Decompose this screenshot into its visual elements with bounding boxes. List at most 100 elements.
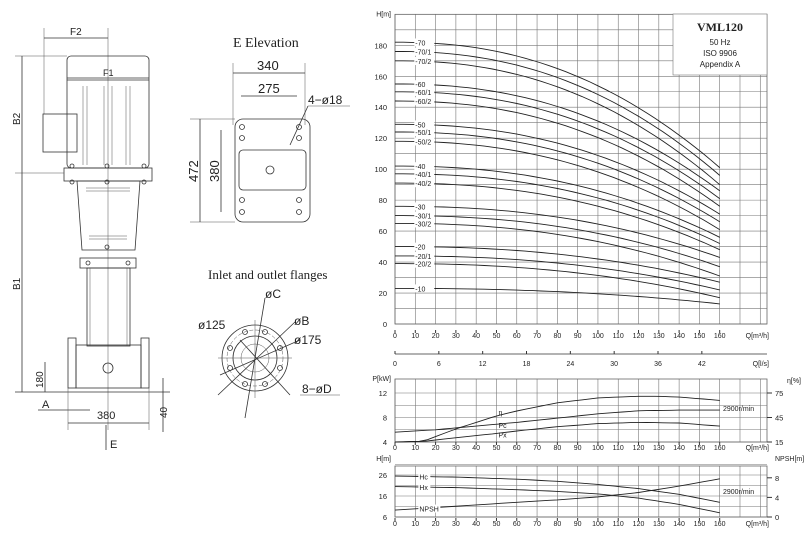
x-tick-label: 0 (393, 445, 397, 452)
dim-oc: øC (265, 287, 281, 301)
curve-label: -70 (415, 40, 425, 47)
curve-label-bg (414, 47, 435, 56)
curve-label-bg (414, 251, 435, 260)
dim-275: 275 (258, 81, 280, 96)
x-tick-label: 140 (673, 521, 685, 528)
dim-f2: F2 (70, 27, 82, 38)
curve-label-bg (414, 137, 435, 146)
x-tick-label: 40 (472, 445, 480, 452)
head-curve-50 (395, 123, 720, 215)
x-tick-label: 90 (574, 445, 582, 452)
secondary-x-tick-label: 30 (610, 361, 618, 368)
y-axis-label: H[m] (376, 11, 391, 18)
dim-40: 40 (159, 406, 170, 418)
head-curve-60-2 (394, 100, 720, 207)
y2-tick-label: 0 (775, 513, 779, 522)
head-curve-50-1 (395, 131, 720, 223)
x-tick-label: 120 (633, 333, 645, 340)
x-tick-label: 110 (613, 445, 624, 452)
dim-a: A (42, 399, 50, 411)
terminal-box (42, 113, 78, 153)
head-curve-70-1 (395, 51, 720, 176)
plot-frame (394, 465, 768, 518)
head-curve-50-2 (395, 140, 720, 230)
x-tick-label: 130 (653, 521, 665, 528)
curve-label-bg (414, 259, 435, 268)
head-curve-30-1 (395, 215, 720, 268)
curve-label-bg (414, 80, 435, 89)
model-name: VML120 (697, 20, 743, 34)
x-tick-label: 20 (432, 521, 440, 528)
curve-label: NPSH (419, 507, 438, 514)
dim-340: 340 (257, 58, 279, 73)
x-tick-label: 150 (694, 333, 706, 340)
curve-label: -20/1 (415, 254, 431, 261)
curve-label-bg (414, 120, 435, 129)
y-tick-label: 180 (374, 41, 387, 50)
x-tick-label: 110 (613, 521, 624, 528)
curve-label: -70/2 (415, 59, 431, 66)
curve-label: -30/1 (415, 214, 431, 221)
curve-label-bg (414, 57, 435, 66)
x-tick-label: 70 (533, 521, 541, 528)
curve-label-bg (414, 162, 435, 171)
x-tick-label: 100 (592, 445, 604, 452)
x-tick-label: 50 (493, 333, 501, 340)
y-tick-label: 160 (374, 72, 387, 81)
y-tick-label: 12 (379, 389, 387, 398)
curve-label: -50/2 (415, 139, 431, 146)
curve-label-bg (414, 284, 435, 293)
x-tick-label: 80 (553, 445, 561, 452)
x-tick-label: 100 (592, 333, 604, 340)
x-axis-label: Q[m³/h] (746, 521, 769, 528)
info-box: VML120 50 Hz ISO 9906 Appendix A (672, 13, 768, 76)
y-axis-label: H[m] (376, 456, 391, 463)
y-tick-label: 60 (379, 227, 387, 236)
curve-label: -70/1 (415, 50, 431, 57)
curve-label-bg (414, 87, 435, 96)
x-tick-label: 60 (513, 445, 521, 452)
x-tick-label: 30 (452, 445, 460, 452)
view-e-marker: E (110, 439, 117, 451)
pump-base (75, 344, 142, 389)
head-curve-40 (395, 165, 720, 238)
dim-380-elev: 380 (207, 160, 222, 182)
dim-holes: 4−ø18 (308, 93, 343, 107)
x-tick-label: 110 (613, 333, 624, 340)
y-tick-label: 6 (383, 513, 387, 522)
x-tick-label: 120 (633, 521, 645, 528)
x-tick-label: 0 (393, 333, 397, 340)
curve-label-bg (414, 97, 435, 106)
dim-380: 380 (97, 410, 115, 422)
curve-label: -40/2 (415, 181, 431, 188)
x-tick-label: 150 (694, 521, 706, 528)
head-curve-30 (395, 205, 720, 258)
dim-o125: ø125 (198, 318, 226, 332)
secondary-x-axis-label: Q[l/s] (753, 361, 769, 368)
head-curve-10 (395, 287, 720, 305)
plot-frame (394, 378, 768, 443)
head-curve-40-1 (395, 173, 720, 244)
x-tick-label: 30 (452, 333, 460, 340)
curve-label: -10 (415, 286, 425, 293)
x-axis-label: Q[m³/h] (746, 445, 769, 452)
curve-NPSH (394, 478, 720, 511)
curve-label-bg (414, 128, 435, 137)
y-tick-label: 100 (374, 165, 387, 174)
x-tick-label: 90 (574, 333, 582, 340)
secondary-x-tick-label: 12 (479, 361, 487, 368)
y2-axis-label: η[%] (787, 378, 801, 385)
x-tick-label: 160 (714, 333, 726, 340)
x-tick-label: 60 (513, 521, 521, 528)
x-tick-label: 140 (673, 333, 685, 340)
appendix: Appendix A (700, 60, 741, 69)
head-curve-20 (395, 246, 720, 283)
x-tick-label: 80 (553, 333, 561, 340)
x-tick-label: 40 (472, 333, 480, 340)
x-tick-label: 130 (653, 333, 665, 340)
frequency: 50 Hz (710, 38, 731, 47)
x-tick-label: 30 (452, 521, 460, 528)
x-tick-label: 50 (493, 521, 501, 528)
x-tick-label: 140 (673, 445, 685, 452)
